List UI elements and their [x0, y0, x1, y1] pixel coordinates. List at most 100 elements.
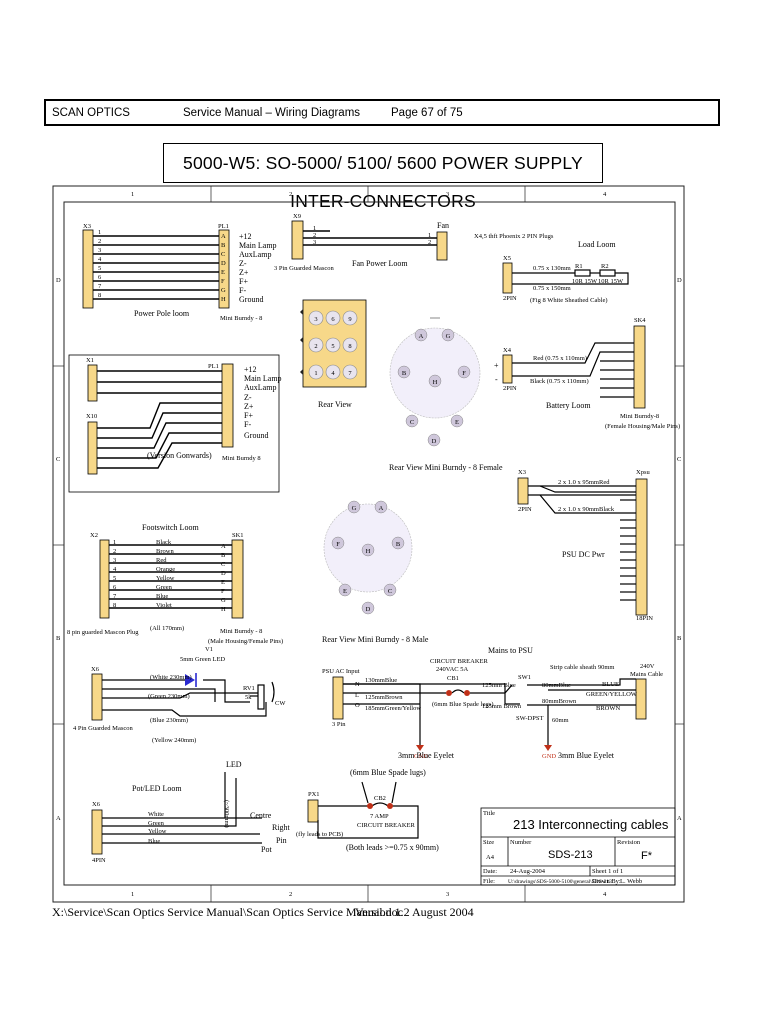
led-label: LED — [226, 760, 242, 769]
wire-label: 2 x 1.0 x 95mmRed — [558, 479, 610, 486]
length-note: 60mm — [552, 717, 569, 724]
connector-id: Xpsu — [636, 469, 650, 476]
view-label: Rear View Mini Burndy - 8 Female — [389, 463, 503, 472]
rear-view-connector: 3 6 9 2 5 8 1 4 7 Rear View — [300, 299, 367, 409]
connector-type: Mini Burndy-8 — [620, 413, 659, 420]
eyelet-note: 3mm Blue Eyelet — [558, 751, 615, 760]
cable-note: (Fig 8 White Sheathed Cable) — [530, 297, 608, 304]
connector-id: SK4 — [634, 317, 646, 324]
length-note: (~300mm) — [223, 800, 230, 828]
signal-label: Ground — [244, 431, 268, 440]
pin-letter: B — [402, 370, 407, 377]
switch-id: SW1 — [518, 674, 531, 681]
pin-count: 2PIN — [503, 385, 517, 392]
title-block-text: Title 213 Interconnecting cables Size A4… — [483, 810, 669, 885]
signal-label: Z+ — [244, 402, 254, 411]
mains-to-psu: Mains to PSU PSU AC Input 3 Pin N L O CI… — [322, 646, 663, 760]
connector-id: SK1 — [232, 532, 244, 539]
pin-letter: H — [433, 379, 438, 386]
fan-loom: X9 Fan 1 2 3 1 2 3 Pin Guarded Mascon Fa… — [274, 213, 449, 272]
switch-type: SW-DPST — [516, 715, 543, 722]
tb-label: Date: — [483, 868, 497, 875]
signal-label: Z- — [244, 393, 252, 402]
signal-label: F- — [239, 286, 246, 295]
col-label: 4 — [603, 891, 607, 898]
component-value: 5k — [245, 694, 252, 701]
terminal: L — [355, 692, 359, 699]
pot-terminal: Right — [272, 823, 291, 832]
cb-id: CB2 — [374, 795, 386, 802]
signal-label: Z- — [239, 259, 247, 268]
wire-colour: Violet — [156, 602, 172, 609]
resistor-id: R1 — [575, 263, 583, 270]
wire-colour: Yellow — [156, 575, 175, 582]
section-title: Mains to PSU — [488, 646, 533, 655]
connector-type: 3 Pin Guarded Mascon — [274, 265, 335, 272]
row-label: A — [677, 815, 682, 822]
col-label: 3 — [446, 891, 449, 898]
loom-label: Power Pole loom — [134, 309, 190, 318]
connector-id: PX1 — [308, 791, 320, 798]
pin-letter: G — [352, 505, 357, 512]
fan-label: Fan — [437, 221, 449, 230]
length-note: (All 170mm) — [150, 625, 184, 632]
tb-label: Number — [510, 839, 532, 846]
loom-label: Battery Loom — [546, 401, 591, 410]
plug-type: 4 Pin Guarded Mascon — [73, 725, 134, 732]
component-id: RV1 — [243, 685, 255, 692]
pin-letter: B — [396, 541, 401, 548]
connector-type: Mini Burndy 8 — [222, 455, 261, 462]
signal-label: F+ — [244, 411, 253, 420]
signal-label: AuxLamp — [244, 383, 276, 392]
wire-label: 0.75 x 150mm — [533, 285, 571, 292]
pin-letter: G — [221, 287, 226, 294]
housing-note: (Female Housing/Male Pins) — [605, 423, 680, 430]
connector-id: X5 — [503, 255, 511, 262]
tb-size: A4 — [486, 854, 495, 861]
plug-type: 8 pin guarded Mascon Plug — [67, 629, 139, 636]
col-label: 4 — [603, 191, 607, 198]
pin-letter: A — [379, 505, 384, 512]
connector-id: X3 — [83, 223, 91, 230]
tb-file: U:\drawings\SDS-5000-5100\general\SDS-21… — [508, 879, 612, 885]
pin-count: 2PIN — [518, 506, 532, 513]
polarity-plus: + — [494, 361, 499, 370]
eyelet-note: 3mm Blue Eyelet — [398, 751, 455, 760]
leads-note: (Both leads >=0.75 x 90mm) — [346, 843, 439, 852]
pin-letter: G — [221, 597, 226, 604]
col-label: 1 — [131, 891, 134, 898]
col-label: 2 — [289, 891, 292, 898]
footswitch-loom: Footswitch Loom X2 SK1 1 2 3 4 5 6 7 8 B… — [67, 523, 283, 645]
pin-letter: B — [221, 552, 226, 559]
loom-label: PSU DC Pwr — [562, 550, 605, 559]
pin-number: 2 — [113, 548, 116, 555]
row-label: B — [56, 635, 61, 642]
resistor-value: 10R 15W — [572, 278, 598, 285]
page-header: SCAN OPTICS Service Manual – Wiring Diag… — [44, 99, 720, 126]
gnd-label: GND — [542, 753, 556, 760]
connector-type: Mini Burndy - 8 — [220, 315, 262, 322]
signal-label: F- — [244, 420, 251, 429]
row-label: C — [677, 456, 681, 463]
wire-label: 0.75 x 130mm — [533, 265, 571, 272]
grid-labels: 1 2 3 4 1 2 3 4 D C B A D C B A — [56, 191, 682, 898]
pin-number: 6 — [98, 274, 102, 281]
pin-number: 1 — [314, 370, 317, 377]
mains-cable: Mains Cable — [630, 671, 663, 678]
tb-label: Size — [483, 839, 494, 846]
view-label: Rear View — [318, 400, 352, 409]
cb-id: CB1 — [447, 675, 459, 682]
wire-colour: Green — [148, 820, 165, 827]
signal-label: Main Lamp — [239, 241, 277, 250]
signal-label: +12 — [239, 232, 252, 241]
pin-number: 8 — [98, 292, 101, 299]
plugs-note: X4,5 thft Phoenix 2 PIN Plugs — [474, 233, 554, 240]
loom-label: Pot/LED Loom — [132, 784, 182, 793]
pot-label: Pot — [261, 845, 272, 854]
pin-number: 2 — [428, 239, 431, 246]
footer-version: Version 1.2 August 2004 — [355, 905, 474, 919]
wire-label: (Green 230mm) — [148, 693, 190, 700]
pot-led-loom: Pot/LED Loom X6 4PIN LED White Green Yel… — [91, 760, 291, 864]
row-label: C — [56, 456, 60, 463]
